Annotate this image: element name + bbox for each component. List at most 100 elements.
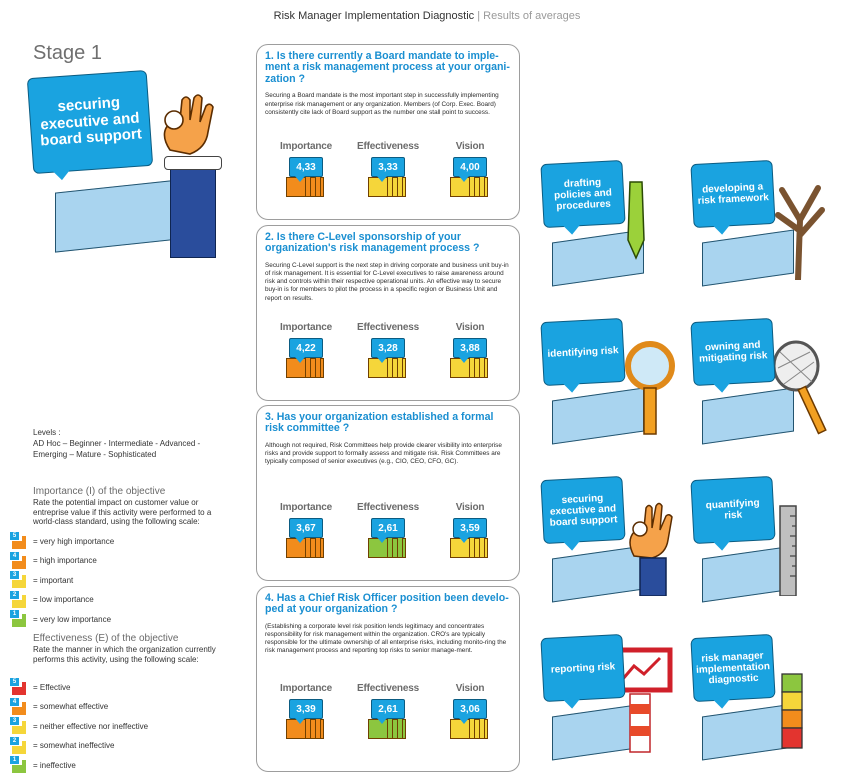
mini-factory-icon: 2	[10, 736, 30, 755]
stage-illustration: drafting policies and procedures	[540, 159, 680, 287]
scale-number: 3	[10, 571, 19, 579]
importance-scale-item: 1 = very low importance	[10, 610, 111, 628]
levels-heading: Levels :	[33, 428, 61, 437]
stage-label: developing a risk framework	[697, 181, 770, 207]
metric-factory-icon: 3,33	[347, 155, 429, 199]
metric-effectiveness: Effectiveness 3,28	[347, 322, 429, 380]
mini-factory-chimney	[22, 555, 26, 569]
mini-factory-chimney	[22, 740, 26, 754]
stage-illustration: identifying risk	[540, 317, 680, 445]
mini-factory-chimney	[22, 701, 26, 715]
scale-number: 4	[10, 551, 19, 560]
scale-label: = neither effective nor ineffective	[33, 721, 149, 731]
scale-label: = important	[33, 575, 74, 585]
metric-factory-icon: 3,28	[347, 336, 429, 380]
scale-number: 5	[10, 678, 19, 686]
scale-label: = high importance	[33, 556, 97, 565]
mini-factory-body	[12, 745, 24, 754]
question-card-2: 2. Is there C-Level sponsorship of your …	[256, 225, 520, 401]
importance-scale-item: 5= very high importance	[10, 532, 114, 550]
hero-illustration: securing executive and board support	[26, 68, 230, 268]
stage-bubble: quantifying risk	[690, 475, 776, 545]
effectiveness-legend: Effectiveness (E) of the objective Rate …	[33, 633, 233, 664]
stage-label: risk manager implementation diagnostic	[695, 649, 771, 686]
header-subtitle: Results of averages	[483, 10, 581, 22]
header-title: Risk Manager Implementation Diagnostic	[273, 10, 475, 22]
hero-bubble: securing executive and board support	[26, 69, 154, 175]
metric-label: Effectiveness	[357, 502, 419, 513]
metric-factory-icon: 3,88	[429, 336, 511, 380]
mini-factory-chimney	[22, 614, 26, 627]
importance-scale-item: 3 = important	[10, 571, 73, 589]
metric-importance: Importance 4,22	[265, 322, 347, 380]
gauge-chimney-icon	[770, 654, 810, 769]
mini-factory-body	[12, 560, 24, 569]
hero-cuff	[164, 156, 222, 170]
mini-factory-icon: 4	[10, 697, 30, 716]
mini-factory-icon: 4	[10, 551, 30, 570]
metric-value: 3,28	[371, 338, 405, 363]
metric-value: 4,33	[289, 157, 323, 182]
question-card-4: 4. Has a Chief Risk Officer position bee…	[256, 586, 520, 772]
header-separator: |	[474, 10, 484, 22]
ok-hand-icon	[150, 90, 220, 160]
levels-line-2: Emerging – Mature - Sophisticated	[33, 449, 157, 459]
mini-factory-icon: 3	[10, 717, 30, 735]
effectiveness-scale-item: 3= neither effective nor ineffective	[10, 717, 148, 735]
mini-factory-chimney	[22, 682, 26, 695]
metric-label: Vision	[455, 502, 485, 513]
stage-illustration: developing a risk framework	[690, 159, 830, 287]
mini-factory-chimney	[22, 536, 26, 549]
stage-label: identifying risk	[547, 344, 619, 360]
ruler-icon	[770, 496, 810, 601]
metric-factory-icon: 4,00	[429, 155, 511, 199]
scale-label: = very low importance	[33, 614, 112, 624]
question-body: Securing C-Level support is the next ste…	[265, 261, 509, 302]
metric-label: Effectiveness	[357, 322, 419, 333]
stage-label: securing executive and board support	[549, 492, 618, 529]
stage-bubble: drafting policies and procedures	[540, 159, 626, 229]
question-title: 3. Has your organization established a f…	[265, 411, 494, 435]
pen-icon	[620, 180, 650, 265]
importance-title: Importance (I) of the objective	[33, 486, 166, 497]
metric-vision: Vision 3,59	[429, 502, 511, 560]
mini-factory-chimney	[22, 594, 26, 608]
stage-label: owning and mitigating risk	[698, 339, 768, 365]
scale-number: 1	[10, 610, 19, 618]
metric-label: Vision	[455, 322, 485, 333]
metric-factory-icon: 3,59	[429, 516, 511, 560]
question-title: 4. Has a Chief Risk Officer position bee…	[265, 592, 509, 616]
metric-label: Effectiveness	[357, 683, 419, 694]
page-header: Risk Manager Implementation Diagnostic |…	[0, 10, 854, 22]
mini-factory-body	[12, 765, 24, 773]
hero-bubble-label: securing executive and board support	[39, 94, 143, 150]
mini-factory-body	[12, 619, 24, 627]
metric-label: Importance	[280, 322, 332, 333]
stage-illustration: quantifying risk	[690, 475, 830, 603]
metric-value: 4,00	[453, 157, 487, 182]
mini-factory-icon: 5	[10, 678, 30, 696]
stage-illustration: reporting risk	[540, 633, 680, 761]
metric-label: Vision	[455, 683, 485, 694]
metric-label: Importance	[280, 683, 332, 694]
mini-factory-body	[12, 541, 24, 549]
importance-scale-item: 2= low importance	[10, 590, 94, 609]
mini-factory-chimney	[22, 575, 26, 588]
stage-illustration: risk manager implementation diagnostic	[690, 633, 830, 761]
scale-label: = somewhat ineffective	[33, 741, 115, 750]
stage-bubble: reporting risk	[540, 633, 626, 703]
stage-bubble: developing a risk framework	[690, 159, 776, 229]
mini-factory-icon: 5	[10, 532, 30, 550]
metric-value: 3,59	[453, 518, 487, 543]
levels-line-1: AD Hoc – Beginner - Intermediate - Advan…	[33, 438, 201, 448]
metric-value: 4,22	[289, 338, 323, 363]
effectiveness-scale-item: 2= somewhat ineffective	[10, 736, 115, 755]
metric-factory-icon: 4,33	[265, 155, 347, 199]
